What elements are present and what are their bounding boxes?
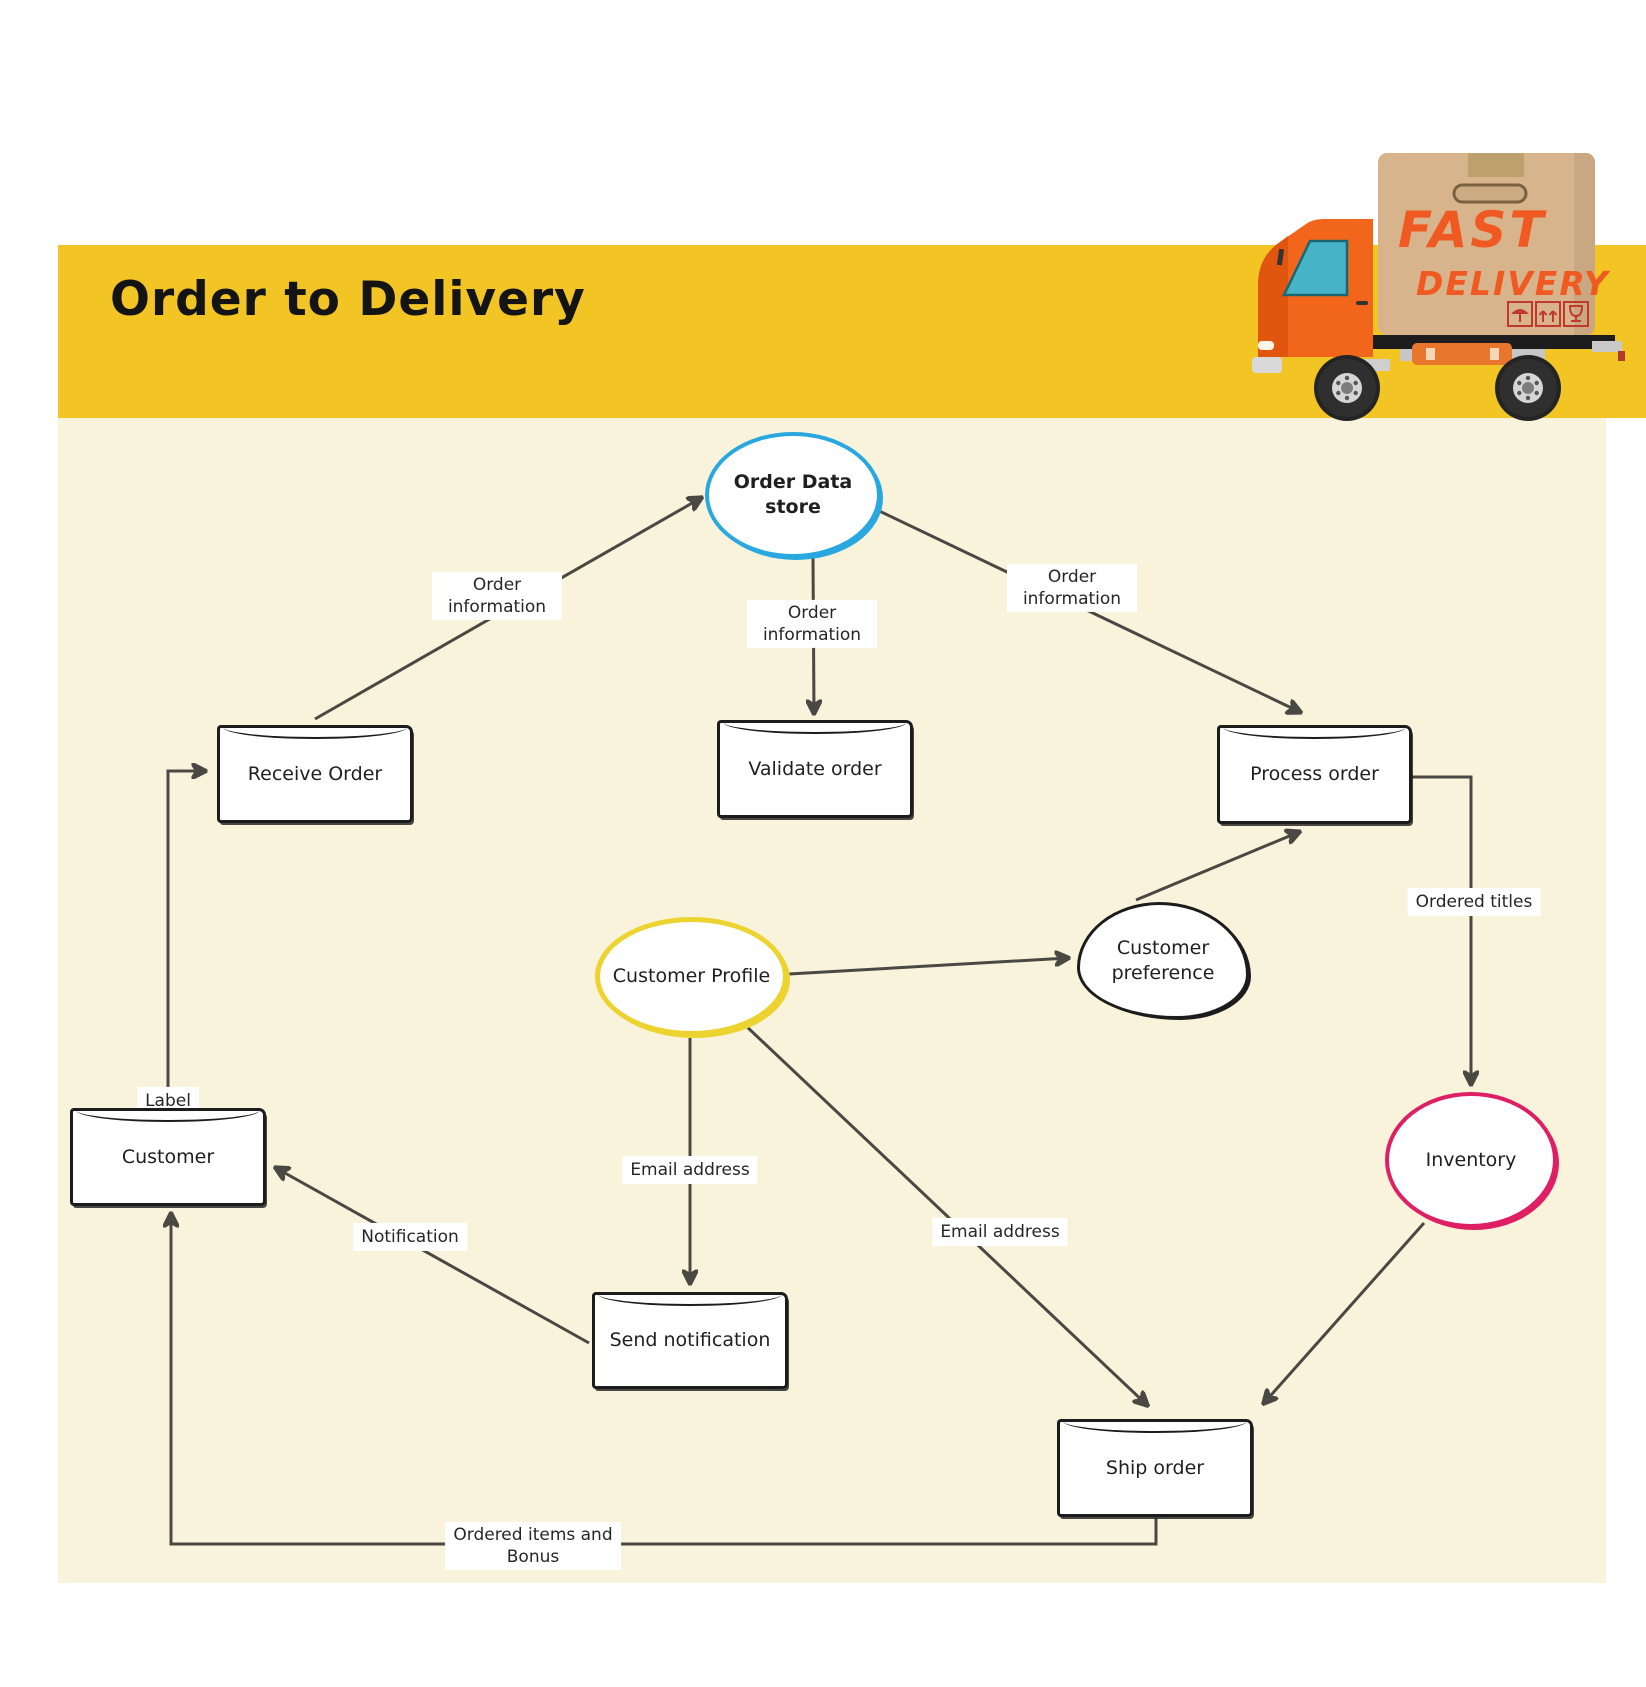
this-side-up-icon — [1535, 301, 1561, 327]
node-receive-order: Receive Order — [217, 725, 413, 823]
node-label: Customer preference — [1111, 936, 1215, 984]
truck-text-delivery: DELIVERY — [1416, 264, 1611, 303]
side-mirror — [1276, 248, 1285, 266]
delivery-truck-illustration: FAST DELIVERY — [1252, 153, 1625, 421]
edge-label-order-information-right: Order information — [1007, 563, 1137, 613]
node-label: Validate order — [748, 757, 882, 780]
keep-dry-icon — [1507, 301, 1533, 327]
box-handle — [1452, 183, 1528, 204]
node-order-data-store: Order Data store — [705, 432, 881, 558]
fuel-tank — [1412, 343, 1512, 365]
node-label: Send notification — [609, 1329, 771, 1352]
node-label: Order Data store — [733, 471, 853, 518]
truck-cab — [1252, 219, 1390, 373]
node-label: Receive Order — [247, 762, 383, 785]
truck-cargo-box: FAST DELIVERY — [1378, 153, 1611, 335]
edge-label-notification: Notification — [353, 1222, 467, 1252]
node-customer-profile: Customer Profile — [595, 917, 788, 1036]
node-validate-order: Validate order — [717, 720, 913, 818]
node-label: Inventory — [1425, 1148, 1517, 1171]
node-send-notification: Send notification — [592, 1292, 788, 1389]
fragile-icon — [1563, 301, 1589, 327]
truck-text-fast: FAST — [1398, 201, 1547, 259]
node-process-order: Process order — [1217, 725, 1412, 824]
diagram-canvas — [58, 418, 1606, 1583]
node-label: Customer Profile — [612, 965, 771, 988]
edge-label-email-address-notification: Email address — [622, 1155, 758, 1185]
node-inventory: Inventory — [1385, 1092, 1557, 1228]
node-label: Ship order — [1105, 1456, 1205, 1479]
node-customer-preference: Customer preference — [1077, 902, 1249, 1019]
truck-chassis — [1370, 335, 1625, 365]
edge-label-ordered-items-and-bonus: Ordered items and Bonus — [445, 1521, 621, 1571]
edge-label-email-address-ship: Email address — [932, 1217, 1068, 1247]
door-handle — [1356, 301, 1368, 305]
edge-label-order-information-middle: Order information — [747, 599, 877, 649]
box-tape — [1468, 153, 1524, 177]
edge-label-order-information-left: Order information — [432, 571, 562, 621]
cab-window — [1282, 239, 1349, 297]
node-label: Customer — [121, 1145, 215, 1168]
truck-wheel-rear — [1495, 355, 1561, 421]
truck-wheel-front — [1314, 355, 1380, 421]
page-title: Order to Delivery — [110, 272, 586, 327]
headlight — [1258, 341, 1274, 350]
node-ship-order: Ship order — [1057, 1419, 1253, 1517]
node-label: Process order — [1250, 763, 1379, 786]
edge-label-ordered-titles: Ordered titles — [1407, 887, 1541, 917]
node-customer: Customer — [70, 1108, 266, 1206]
